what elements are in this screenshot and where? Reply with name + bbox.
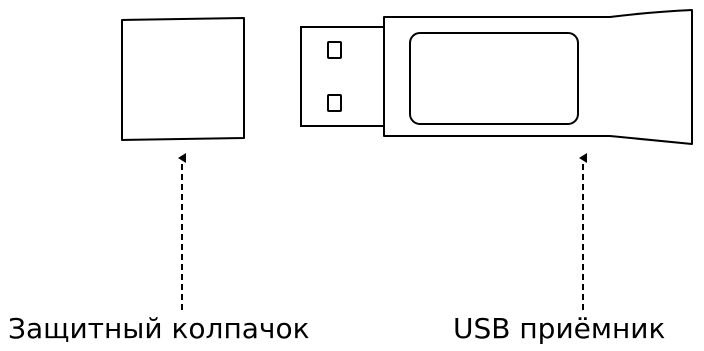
receiver-label-panel [409, 32, 579, 125]
usb-receiver-label: USB приёмник [453, 312, 666, 345]
plug-contact-hole-top [327, 41, 342, 59]
usb-plug [300, 26, 388, 127]
protective-cap [121, 17, 245, 141]
plug-contact-hole-bottom [327, 94, 342, 112]
protective-cap-label: Защитный колпачок [8, 312, 310, 345]
